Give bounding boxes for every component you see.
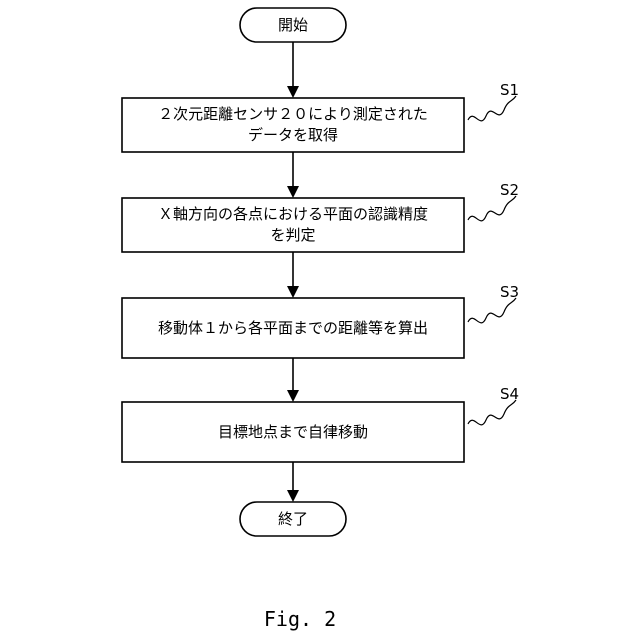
process-box-s3: 移動体１から各平面までの距離等を算出: [122, 298, 464, 358]
arrow-start-s1: [287, 42, 299, 98]
step-tag-s1: S1: [468, 81, 519, 121]
process-box-s4: 目標地点まで自律移動: [122, 402, 464, 462]
step-tag-s3: S3: [468, 283, 519, 323]
arrow-s3-s4: [287, 358, 299, 402]
process-box-s1: ２次元距離センサ２０により測定された データを取得: [122, 98, 464, 152]
end-label: 終了: [278, 510, 308, 528]
step-tag-s2: S2: [468, 181, 519, 221]
end-terminal: 終了: [240, 502, 346, 536]
process-s2-line-1: Ｘ軸方向の各点における平面の認識精度: [158, 205, 428, 223]
step-label-s1: S1: [500, 81, 519, 99]
start-terminal: 開始: [240, 8, 346, 42]
process-s4-line-1: 目標地点まで自律移動: [218, 423, 368, 441]
arrow-s4-end: [287, 462, 299, 502]
process-s3-line-1: 移動体１から各平面までの距離等を算出: [158, 319, 428, 337]
process-s1-line-1: ２次元距離センサ２０により測定された: [158, 105, 428, 123]
arrow-s1-s2: [287, 152, 299, 198]
process-s1-line-2: データを取得: [248, 126, 338, 144]
step-tag-s4: S4: [468, 385, 519, 425]
step-label-s3: S3: [500, 283, 519, 301]
figure-caption: Fig. 2: [264, 607, 336, 631]
start-label: 開始: [278, 16, 308, 34]
step-label-s2: S2: [500, 181, 519, 199]
process-box-s2: Ｘ軸方向の各点における平面の認識精度 を判定: [122, 198, 464, 252]
arrow-s2-s3: [287, 252, 299, 298]
process-s2-line-2: を判定: [270, 226, 315, 244]
step-label-s4: S4: [500, 385, 519, 403]
